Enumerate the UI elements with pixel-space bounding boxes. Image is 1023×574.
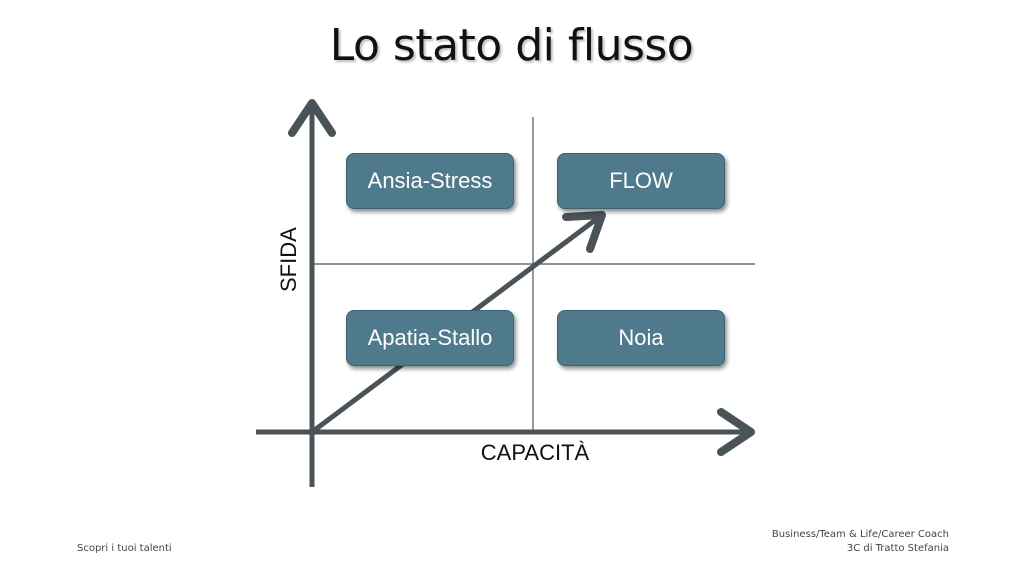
footer-right-text: Business/Team & Life/Career Coach 3C di …	[772, 528, 949, 556]
footer-right-line2: 3C di Tratto Stefania	[846, 543, 949, 554]
quadrant-ansia-stress: Ansia-Stress	[346, 153, 514, 209]
x-axis-label: CAPACITÀ	[480, 440, 590, 465]
footer-left-text: Scopri i tuoi talenti	[77, 543, 172, 554]
quadrant-noia: Noia	[557, 310, 725, 366]
quadrant-flow: FLOW	[557, 153, 725, 209]
quadrant-apatia-stallo: Apatia-Stallo	[346, 310, 514, 366]
slide-title: Lo stato di flusso	[329, 20, 694, 71]
footer-right-line1: Business/Team & Life/Career Coach	[771, 529, 949, 540]
y-axis-label: SFIDA	[276, 227, 301, 292]
